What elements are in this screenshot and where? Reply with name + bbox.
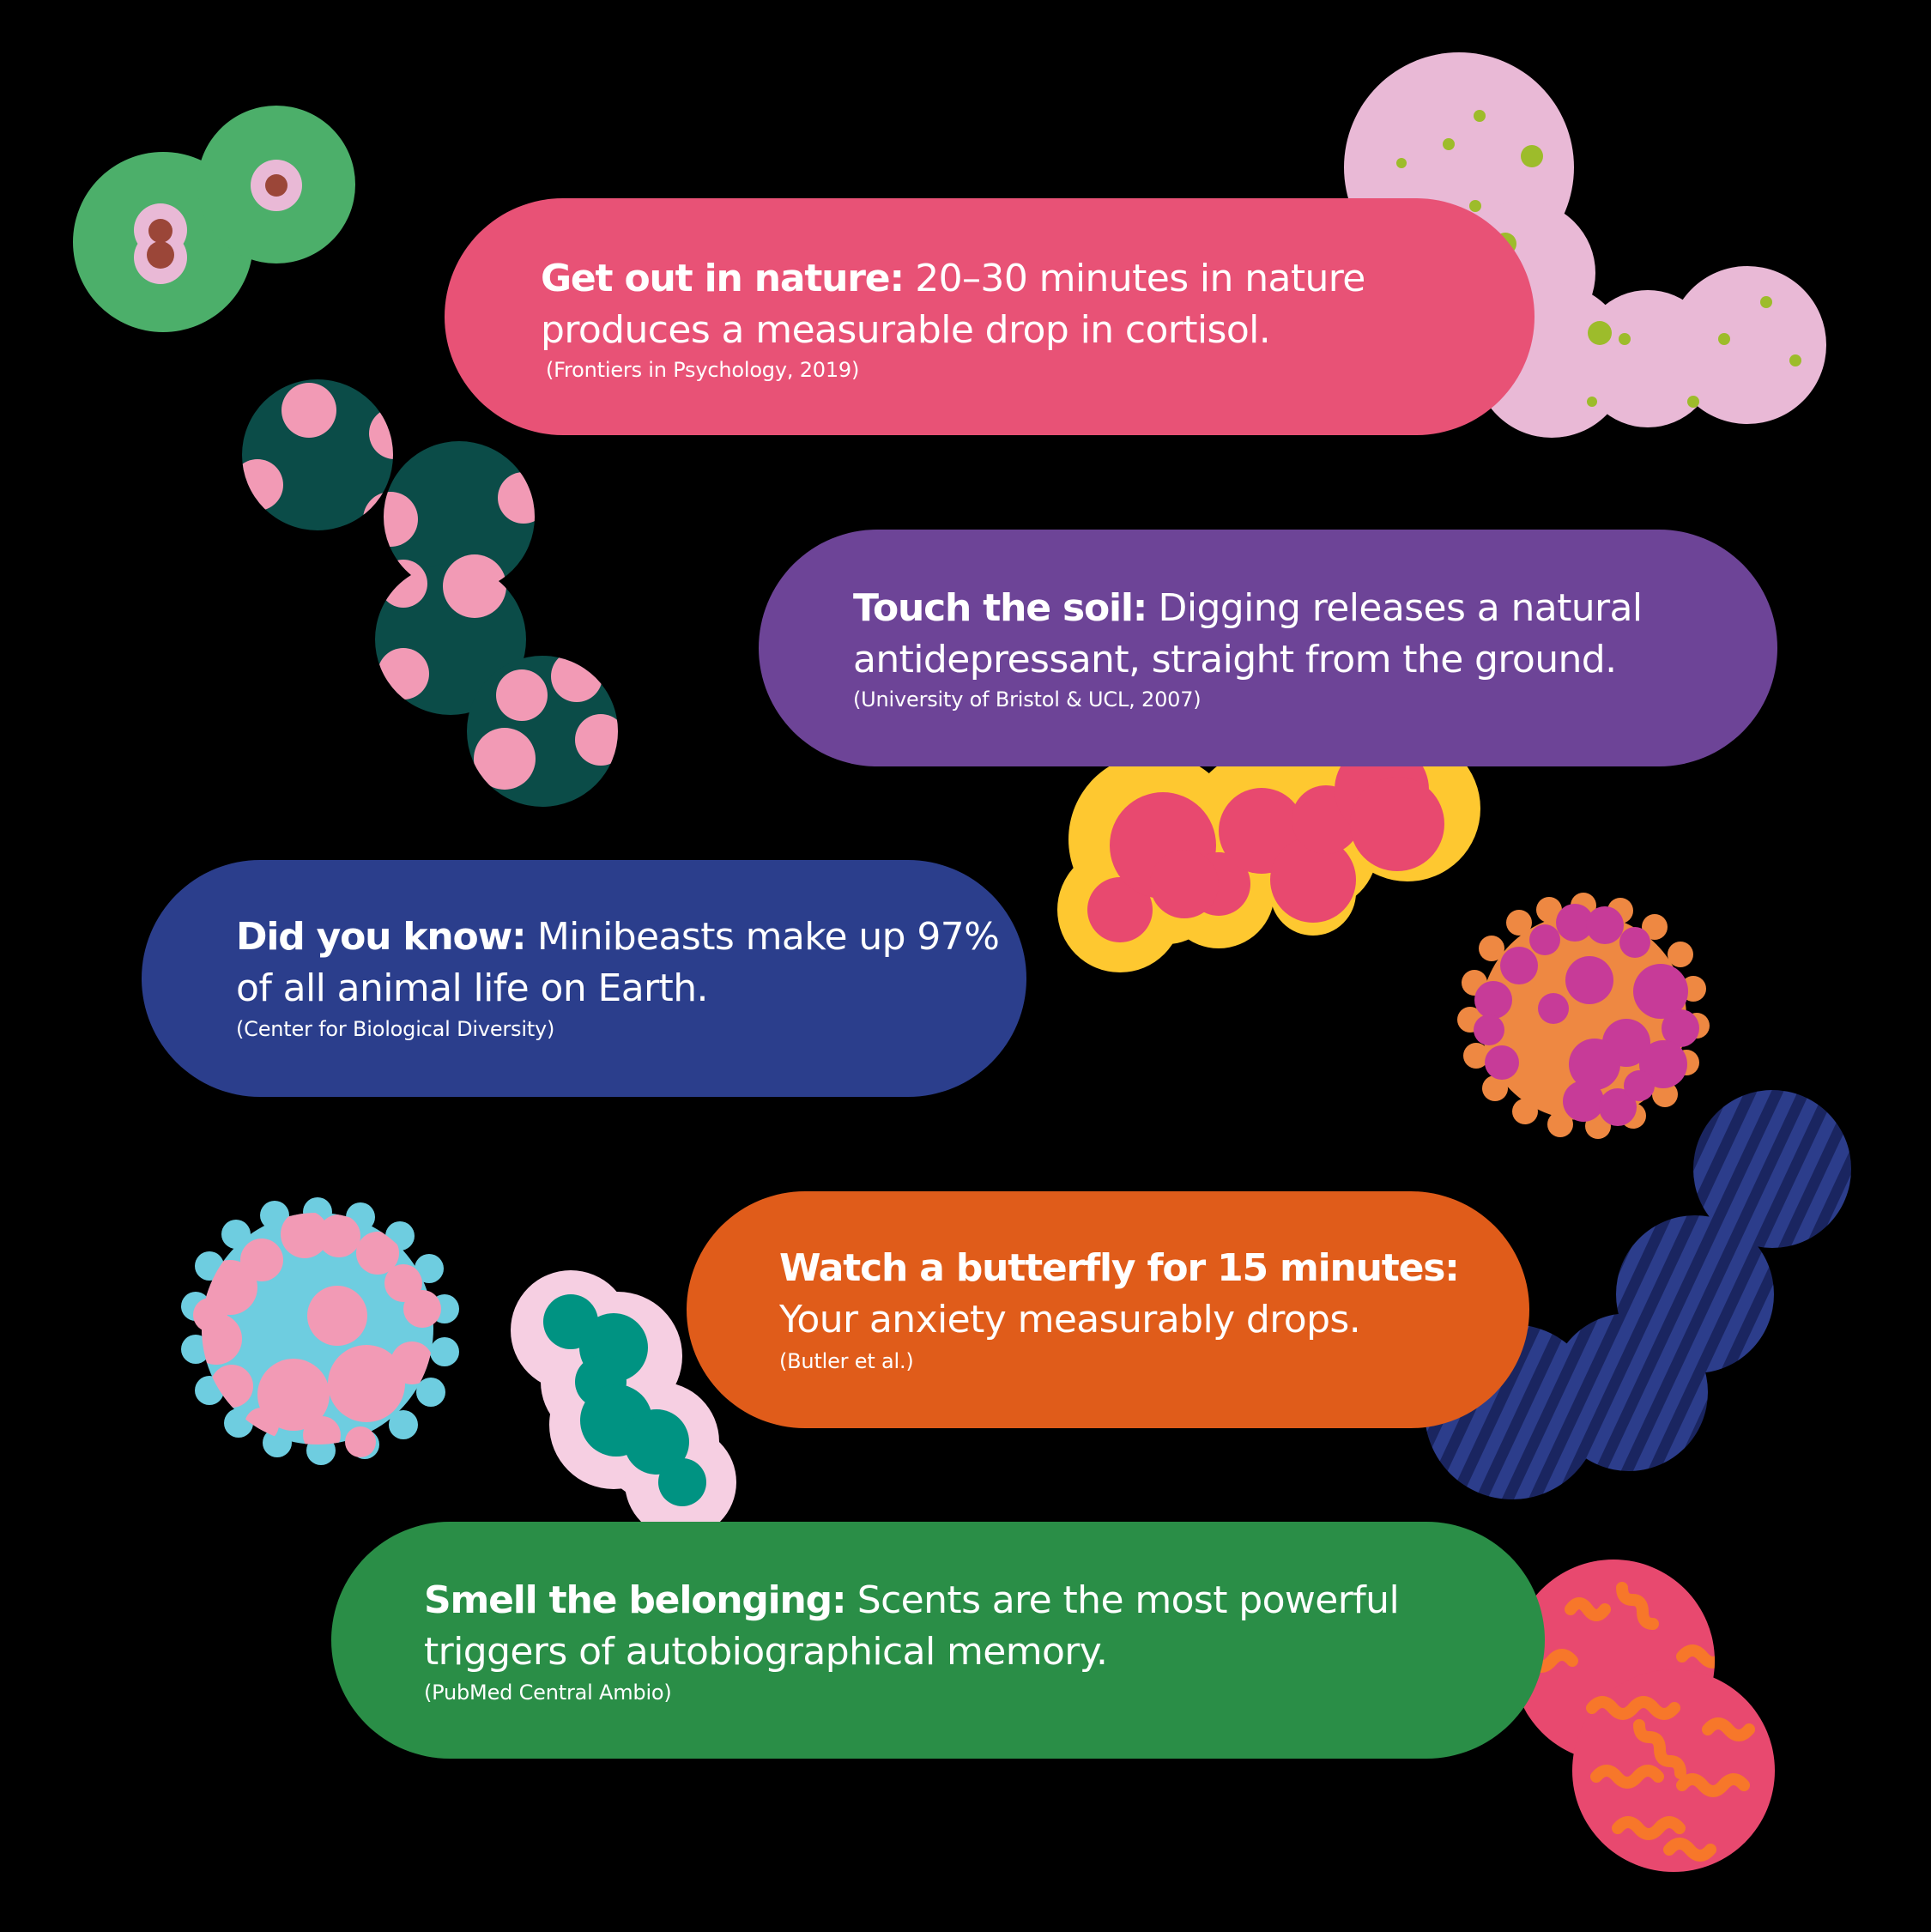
fact-text: Did you know: Minibeasts make up 97% of … [236, 911, 1008, 1014]
fact-card-minibeasts: Did you know: Minibeasts make up 97% of … [142, 860, 1026, 1097]
fact-heading: Did you know: [236, 915, 527, 959]
dark-teal-spotted-cell-icon [242, 379, 618, 807]
fact-heading: Watch a butterfly for 15 minutes: [779, 1246, 1460, 1290]
fact-description: 20–30 minutes in nature produces a measu… [541, 257, 1365, 352]
fact-text: Get out in nature: 20–30 minutes in natu… [541, 253, 1468, 356]
fact-source: (Frontiers in Psychology, 2019) [546, 358, 860, 382]
red-squiggle-cell-icon [1512, 1560, 1775, 1872]
fact-source: (University of Bristol & UCL, 2007) [853, 687, 1202, 712]
green-cell-icon [73, 106, 355, 332]
fact-text: Smell the belonging: Scents are the most… [424, 1575, 1522, 1678]
fact-card-butterfly: Watch a butterfly for 15 minutes: Your a… [687, 1191, 1529, 1428]
fact-card-nature: Get out in nature: 20–30 minutes in natu… [445, 198, 1535, 435]
fact-source: (PubMed Central Ambio) [424, 1681, 672, 1705]
striped-cell-icon [1425, 1090, 1851, 1499]
pink-spotted-cell-icon [1344, 52, 1826, 438]
fact-heading: Smell the belonging: [424, 1578, 847, 1622]
fact-heading: Touch the soil: [853, 586, 1147, 630]
fact-heading: Get out in nature: [541, 257, 905, 300]
orange-flower-cell-icon [1457, 893, 1710, 1139]
fact-card-soil: Touch the soil: Digging releases a natur… [759, 530, 1777, 766]
yellow-pink-cell-icon [1057, 712, 1480, 972]
blue-flower-cell-icon [181, 1197, 459, 1465]
fact-description: Scents are the most powerful triggers of… [424, 1578, 1400, 1674]
fact-description: Your anxiety measurably drops. [779, 1298, 1361, 1341]
fact-source: (Butler et al.) [779, 1349, 914, 1373]
fact-text: Touch the soil: Digging releases a natur… [853, 583, 1754, 686]
fact-description: Minibeasts make up 97% of all animal lif… [236, 915, 1000, 1010]
fact-source: (Center for Biological Diversity) [236, 1017, 555, 1041]
fact-text: Watch a butterfly for 15 minutes: Your a… [779, 1243, 1517, 1346]
fact-card-scents: Smell the belonging: Scents are the most… [331, 1522, 1545, 1759]
fact-description: Digging releases a natural antidepressan… [853, 586, 1643, 681]
teal-blob-cell-icon [511, 1270, 736, 1538]
